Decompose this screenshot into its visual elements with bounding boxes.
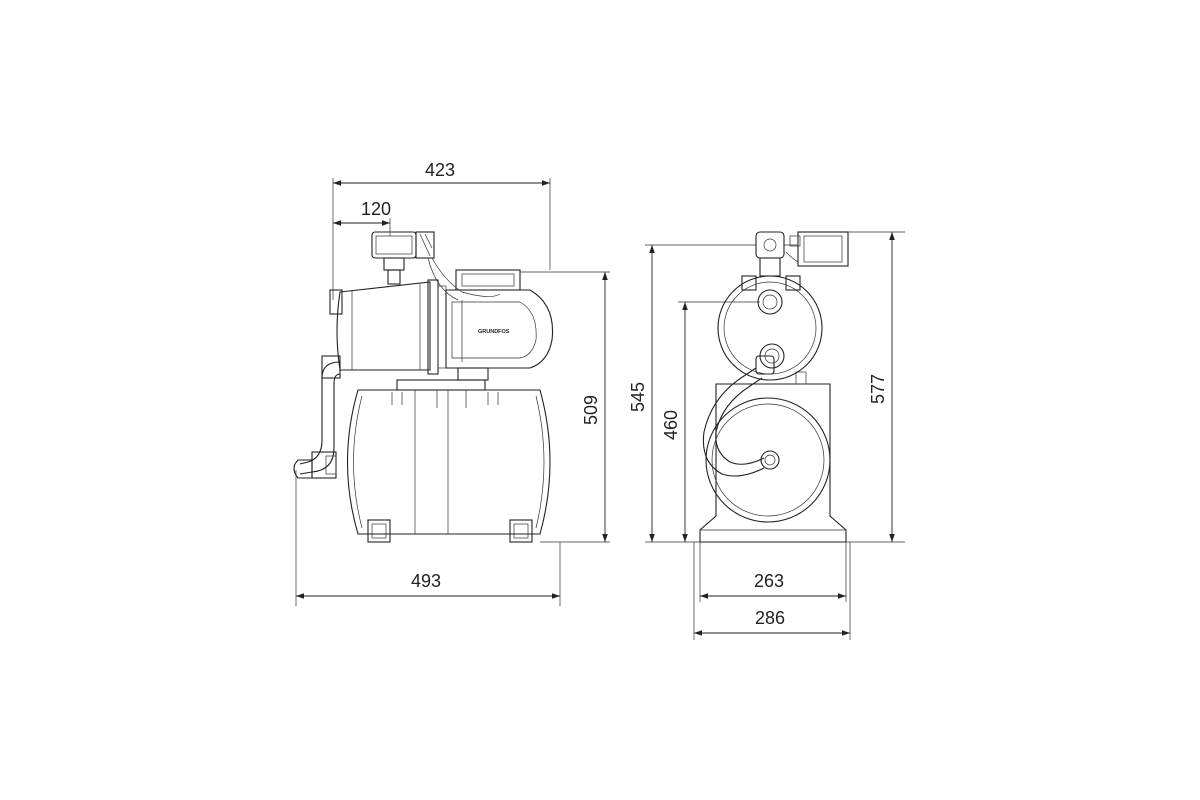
front-pump: [717, 275, 823, 381]
front-view: 545 460 577 263 286: [628, 231, 905, 640]
dim-label-286: 286: [755, 608, 785, 628]
front-dimensions: 545 460 577 263 286: [628, 231, 905, 640]
dim-label-493: 493: [411, 571, 441, 591]
dim-label-263: 263: [754, 571, 784, 591]
pressure-tank: [347, 389, 551, 543]
dim-label-509: 509: [581, 395, 601, 425]
dim-label-460: 460: [661, 410, 681, 440]
side-dimensions: 423 120 509 493: [295, 160, 610, 606]
front-switch: [755, 231, 849, 277]
front-tank: [705, 397, 831, 523]
pump-body: GRUNDFOS: [329, 269, 554, 381]
brand-label: GRUNDFOS: [478, 329, 510, 335]
dim-label-423: 423: [425, 160, 455, 180]
mounting-bracket: [391, 379, 499, 408]
dim-label-577: 577: [868, 374, 888, 404]
side-view: GRUNDFOS 423 120 509: [293, 160, 610, 606]
front-hose: [702, 355, 775, 477]
front-base: [699, 371, 847, 543]
hose: [293, 355, 341, 479]
dim-label-120: 120: [361, 199, 391, 219]
pressure-switch: [371, 231, 501, 301]
dim-label-545: 545: [628, 382, 648, 412]
